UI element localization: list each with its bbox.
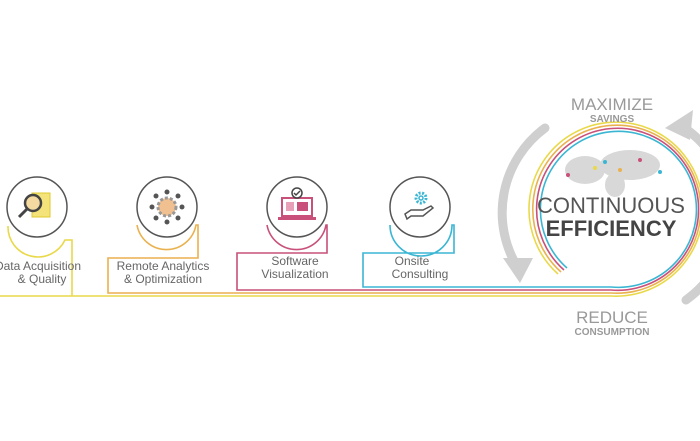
- step-label: Data Acquisition: [0, 259, 81, 273]
- magenta-line: [236, 127, 700, 292]
- cycle-arrows: [497, 110, 700, 305]
- consumption-label: CONSUMPTION: [575, 327, 650, 338]
- step-label: Remote Analytics: [117, 259, 210, 273]
- maximize-label: MAXIMIZE: [571, 95, 653, 114]
- cyan-line: [362, 130, 698, 289]
- step-label: Software: [271, 254, 319, 268]
- step-data-acquisition: [6, 176, 68, 238]
- orange-line: [107, 124, 700, 294]
- step-onsite-consulting: [389, 176, 451, 238]
- hand-gear-icon: [404, 191, 435, 221]
- step-label: & Optimization: [124, 272, 202, 286]
- right-arrowhead: [665, 110, 693, 140]
- left-cycle-arrow: [497, 123, 550, 273]
- step-label: Onsite: [395, 254, 430, 268]
- savings-label: SAVINGS: [590, 114, 635, 125]
- world-map-icon: [565, 150, 662, 197]
- yellow-line: [0, 121, 700, 297]
- step-label: Consulting: [392, 267, 449, 281]
- center-title-line1: CONTINUOUS: [537, 193, 685, 218]
- magnifier-document-icon: [17, 192, 51, 219]
- step-label: & Quality: [18, 272, 67, 286]
- left-arrowhead: [503, 258, 533, 283]
- flow-lines: [0, 121, 700, 297]
- step-software-visualization: [266, 176, 328, 238]
- reduce-label: REDUCE: [576, 308, 648, 327]
- continuous-efficiency-hub: CONTINUOUS EFFICIENCY: [537, 150, 685, 241]
- center-title-line2: EFFICIENCY: [546, 216, 677, 241]
- network-gear-icon: [149, 189, 185, 225]
- laptop-dashboard-icon: [278, 187, 316, 220]
- step-label: Visualization: [261, 267, 328, 281]
- step-remote-analytics: [136, 176, 198, 238]
